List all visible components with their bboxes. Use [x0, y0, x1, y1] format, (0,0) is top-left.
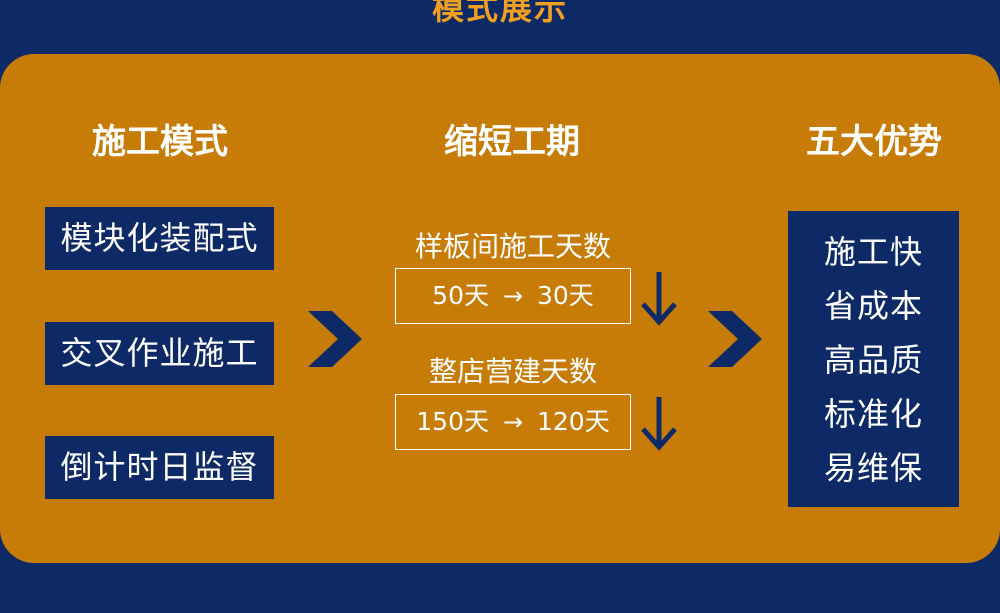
advantage-item: 高品质 — [823, 341, 923, 379]
label-sample-room-days: 样板间施工天数 — [414, 230, 611, 263]
advantages-box: 施工快 省成本 高品质 标准化 易维保 — [788, 211, 959, 507]
duration-to: 30天 — [537, 281, 594, 310]
advantage-item: 标准化 — [823, 395, 923, 433]
mode-item-modular: 模块化装配式 — [45, 207, 274, 270]
duration-box-store-build: 150天 → 120天 — [395, 394, 631, 450]
right-arrow-icon: → — [502, 282, 524, 310]
arrow-down-icon — [641, 272, 677, 326]
duration-from: 150天 — [416, 407, 489, 436]
advantage-item: 省成本 — [823, 287, 923, 325]
duration-from: 50天 — [432, 281, 489, 310]
heading-shorten-schedule: 缩短工期 — [444, 122, 580, 162]
duration-to: 120天 — [537, 407, 610, 436]
advantage-item: 施工快 — [823, 233, 923, 271]
chevron-right-icon — [708, 311, 762, 367]
right-arrow-icon: → — [502, 408, 524, 436]
duration-box-sample-room: 50天 → 30天 — [395, 268, 631, 324]
mode-item-cross-work: 交叉作业施工 — [45, 322, 274, 385]
heading-five-advantages: 五大优势 — [806, 122, 942, 162]
heading-construction-mode: 施工模式 — [92, 122, 228, 162]
chevron-right-icon — [308, 311, 362, 367]
label-store-build-days: 整店营建天数 — [428, 355, 597, 388]
mode-item-countdown: 倒计时日监督 — [45, 436, 274, 499]
arrow-down-icon — [641, 397, 677, 451]
advantage-item: 易维保 — [823, 449, 923, 487]
page-title: 模式展示 — [431, 0, 568, 27]
